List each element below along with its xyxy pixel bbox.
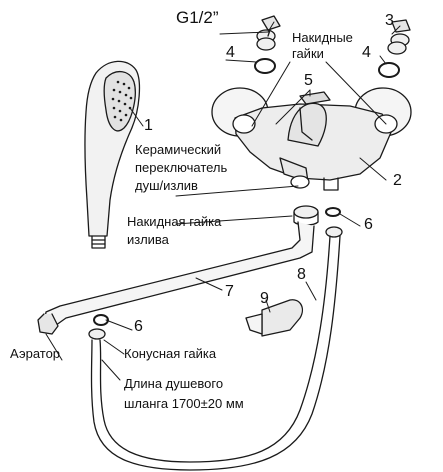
callout-2: 2 [393,172,402,189]
callout-7: 7 [225,283,234,300]
callout-5: 5 [304,72,313,89]
spout-nut-label-line1: Накидная гайка [127,214,222,229]
callout-4-right: 4 [362,44,371,61]
ceramic-switch-label-line1: Керамический [135,142,222,157]
leader-lines [45,21,401,381]
callout-6-top: 6 [364,216,373,233]
hose-length-label-line1: Длина душевого [124,376,224,391]
shower-hose [88,226,343,471]
cone-nut-label: Конусная гайка [124,346,217,361]
callout-6-bottom: 6 [134,318,143,335]
union-nuts-label-line1: Накидные [292,30,353,45]
spout-nut-label-line2: излива [127,232,169,247]
callout-1: 1 [144,117,153,134]
ceramic-switch-label-line2: переключатель [135,160,228,175]
aerator-label: Аэратор [10,346,61,361]
spout [37,221,315,335]
union-nuts-label-line2: гайки [292,46,324,61]
eccentric-left [254,15,281,74]
ceramic-switch-label-line3: душ/излив [135,178,198,193]
hose-length-label-line2: шланга 1700±20 мм [124,396,244,411]
callout-9: 9 [260,290,269,307]
mixer-body [211,87,412,191]
wall-holder [245,299,304,337]
callout-3: 3 [385,12,394,29]
eccentric-right [378,19,411,78]
spout-nut [293,205,341,226]
callout-4-left: 4 [226,44,235,61]
callout-8: 8 [297,266,306,283]
thread-size-label: G1/2” [176,8,219,27]
hand-shower [84,60,141,249]
